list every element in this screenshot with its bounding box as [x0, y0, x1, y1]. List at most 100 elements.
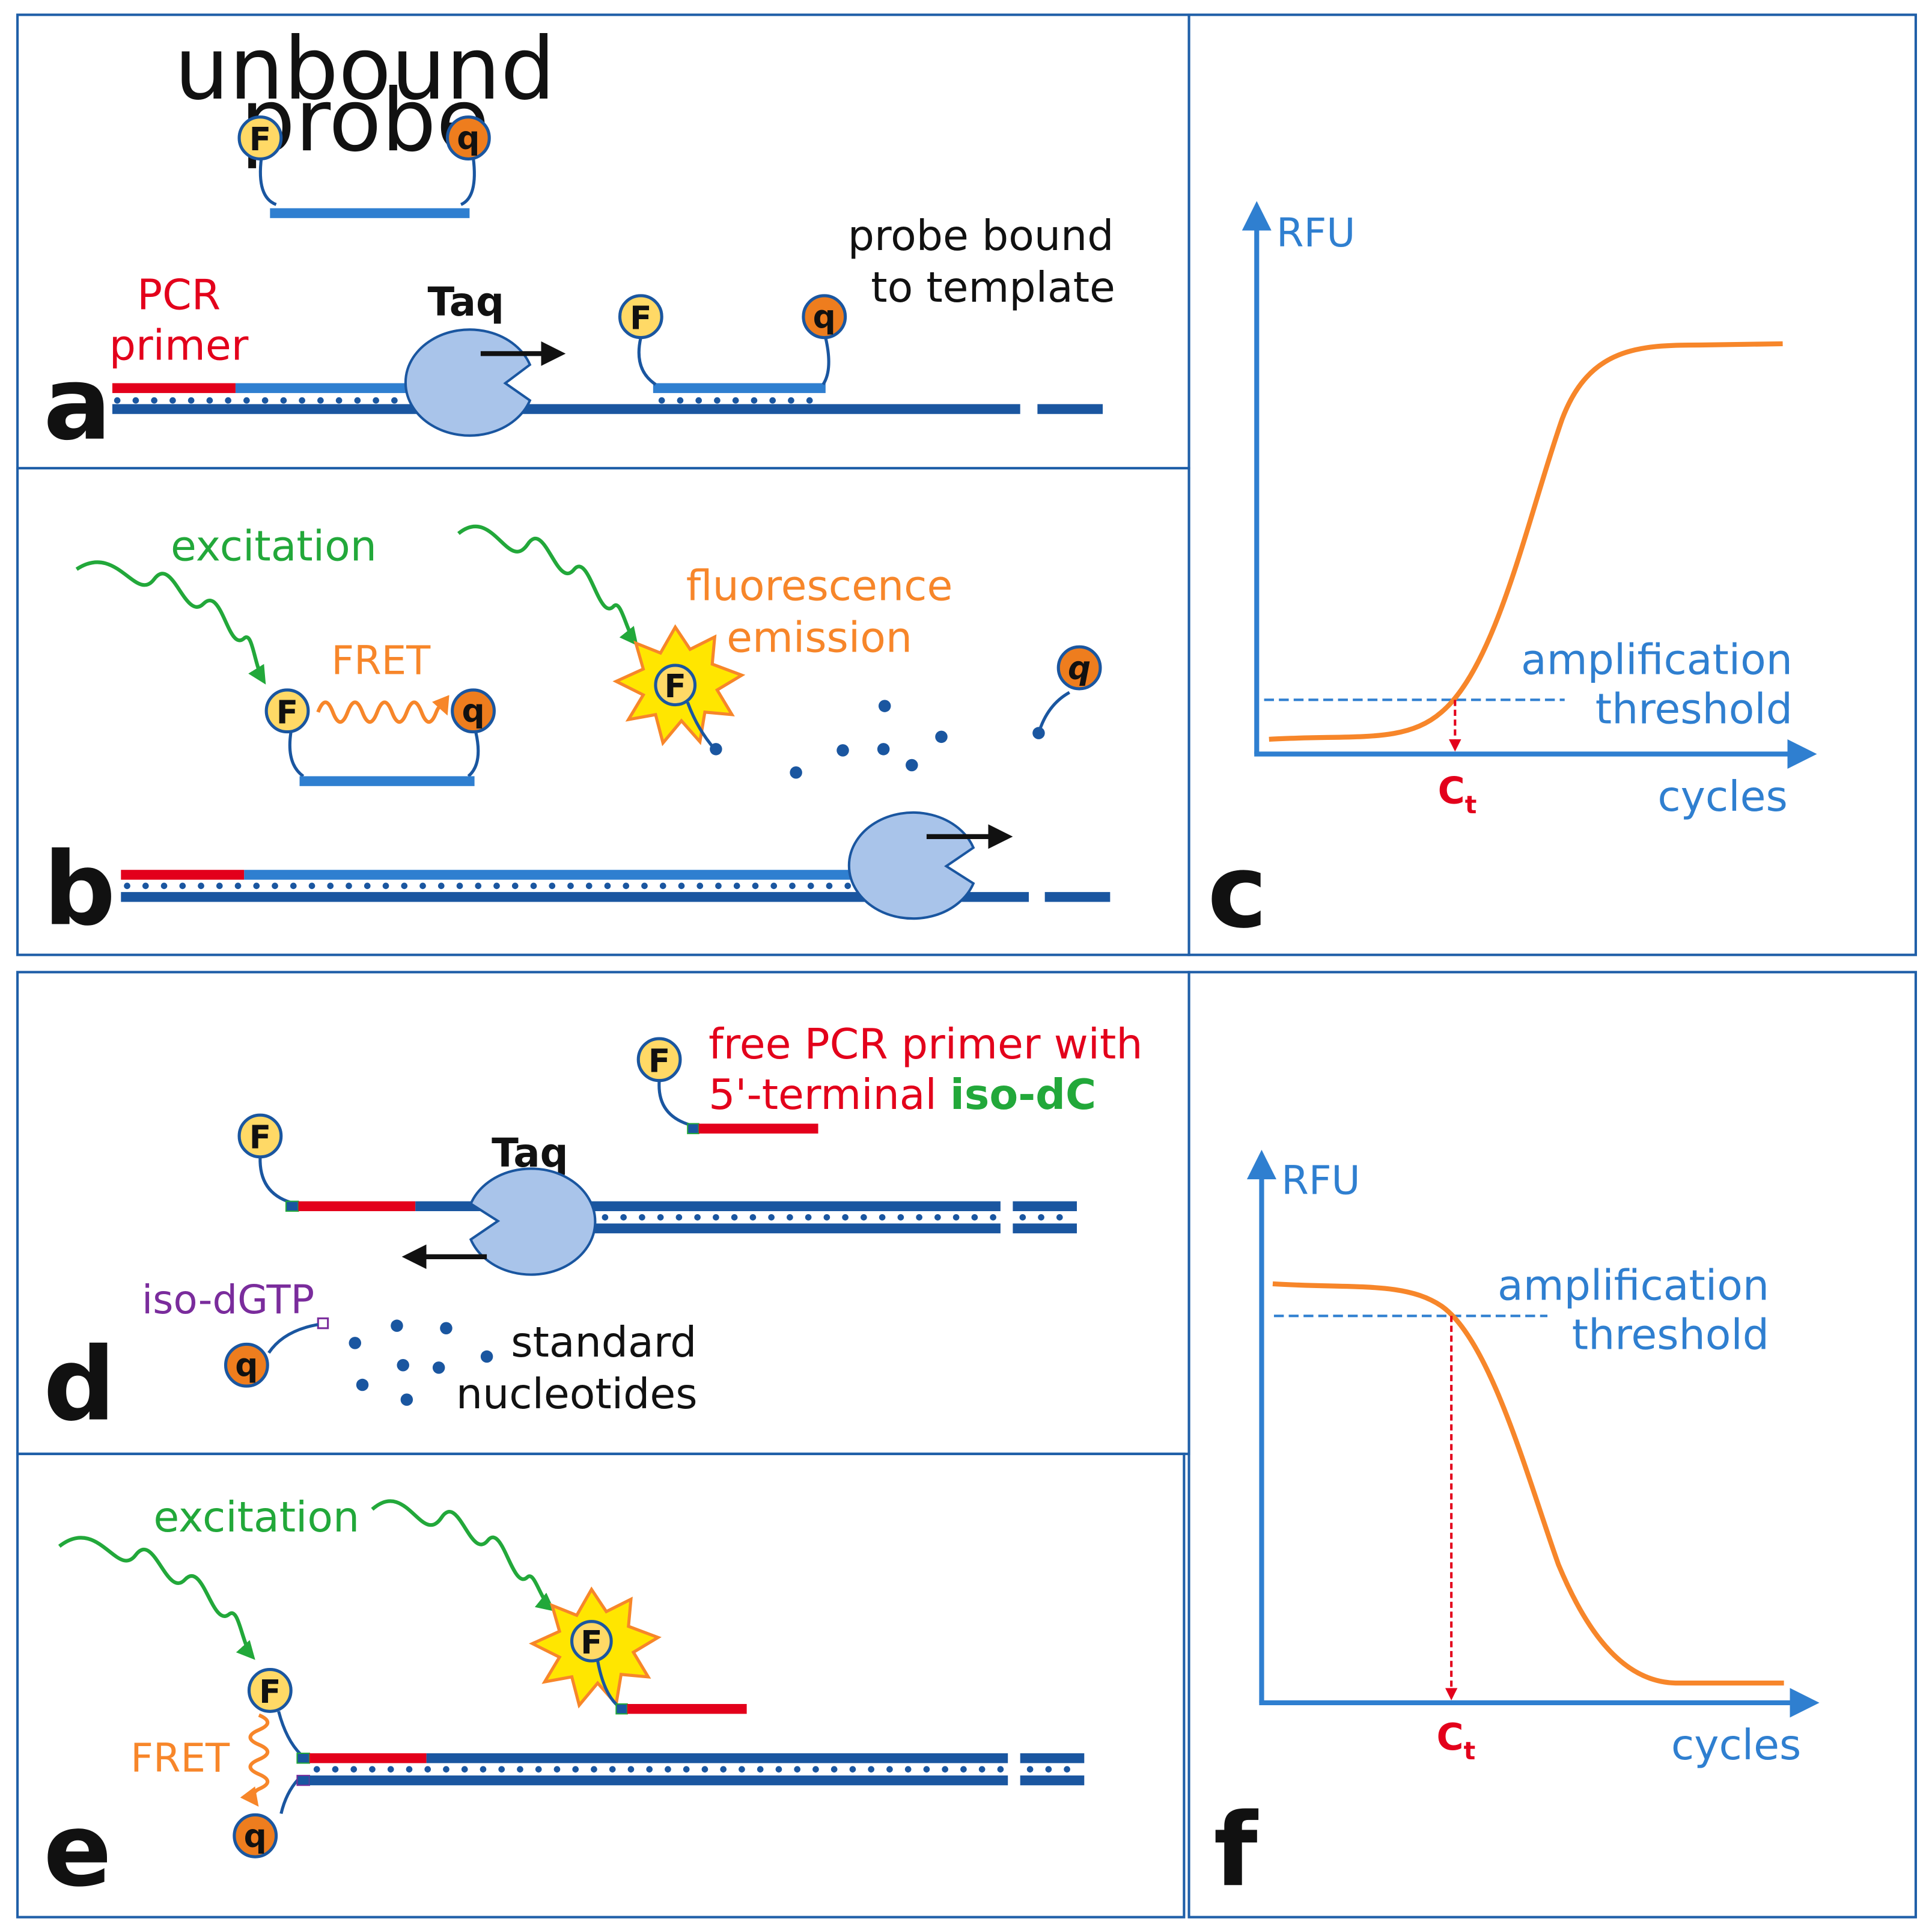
quencher-icon: q	[445, 115, 491, 160]
released-nucleotides	[710, 700, 1045, 779]
template-strand	[505, 1223, 1001, 1233]
quencher-icon: q	[802, 294, 847, 340]
quencher-icon: q	[451, 688, 496, 734]
fret-label: FRET	[130, 1736, 230, 1782]
panel-b-letter: b	[43, 830, 115, 948]
svg-text:F: F	[249, 121, 271, 158]
unbound-probe-label-2: probe	[240, 70, 489, 171]
svg-text:q: q	[1068, 649, 1091, 686]
svg-text:q: q	[462, 692, 484, 730]
panel-c-letter: c	[1207, 833, 1267, 951]
panel-f-letter: f	[1214, 1791, 1259, 1909]
free-primer-label-2: 5'-terminal iso-dC	[709, 1070, 1096, 1119]
svg-text:F: F	[276, 694, 298, 731]
free-pcr-primer	[627, 1703, 747, 1714]
panel-a: unbound probe F q PCR primer Taq probe b…	[43, 19, 1115, 463]
svg-text:F: F	[665, 668, 686, 705]
panel-f-border	[1187, 971, 1918, 1919]
taq-polymerase-icon	[469, 1167, 597, 1276]
template-strand-continued	[1044, 892, 1111, 902]
taq-label: Taq	[428, 279, 504, 325]
taq-polymerase-icon	[847, 811, 975, 920]
amplification-curve	[1269, 341, 1783, 742]
template-strand	[112, 404, 1020, 414]
base-pair-dots	[124, 882, 925, 890]
iso-dgtp-label: iso-dGTP	[142, 1277, 314, 1323]
threshold-label-1: amplification	[1521, 635, 1793, 684]
probe-linker	[258, 157, 277, 206]
x-axis-label: cycles	[1671, 1721, 1801, 1770]
panel-c: RFU cycles amplification threshold Ct c	[1207, 201, 1817, 951]
fret-wave-icon	[240, 1713, 270, 1807]
panel-e-letter: e	[43, 1791, 112, 1909]
svg-text:F: F	[648, 1042, 670, 1080]
svg-text:F: F	[581, 1624, 602, 1661]
fluorophore-icon: F	[636, 1037, 682, 1083]
fluorescence-emission-label-2: emission	[727, 613, 912, 662]
y-axis-label: RFU	[1276, 210, 1355, 256]
threshold-label-1: amplification	[1498, 1262, 1769, 1310]
svg-text:F: F	[259, 1673, 281, 1711]
pcr-primer	[309, 1753, 427, 1764]
unbound-probe-label-1: unbound	[174, 19, 555, 119]
quencher-icon: q	[233, 1813, 278, 1858]
panel-d-letter: d	[43, 1325, 115, 1443]
fluorophore-icon: F	[570, 1620, 613, 1663]
panel-e: excitation F F FRET q	[43, 1493, 1085, 1909]
excitation-wave-icon	[457, 524, 638, 646]
panel-borders	[16, 13, 1918, 1919]
quencher-icon: q	[1056, 645, 1102, 691]
fret-label: FRET	[331, 638, 431, 683]
pcr-primer	[121, 870, 245, 880]
excitation-wave-icon	[371, 1499, 555, 1611]
panel-f: RFU cycles amplification threshold Ct f	[1214, 1149, 1820, 1909]
base-pair-dots	[313, 1766, 1070, 1773]
extended-strand	[244, 870, 934, 880]
excitation-label: excitation	[171, 522, 377, 571]
probe-linker	[460, 157, 476, 206]
fluorophore-icon: F	[654, 664, 697, 707]
excitation-label: excitation	[153, 1493, 359, 1542]
template-strand	[121, 892, 1029, 902]
excitation-wave-icon	[58, 1536, 255, 1660]
fluorophore-icon: F	[237, 115, 283, 160]
pcr-primer-label-1: PCR	[137, 271, 221, 320]
bound-probe-strand	[653, 383, 826, 393]
ct-label: Ct	[1437, 1715, 1476, 1765]
fluorophore-icon: F	[618, 294, 663, 340]
probe-bound-label-2: to template	[871, 263, 1115, 312]
svg-text:F: F	[249, 1119, 271, 1156]
svg-text:q: q	[235, 1347, 258, 1384]
x-axis-label: cycles	[1657, 772, 1787, 821]
template-strand-continued	[1037, 404, 1103, 414]
quenched-probe-strand	[299, 776, 475, 786]
unbound-probe-strand	[270, 208, 470, 218]
fluorophore-icon: F	[247, 1668, 293, 1713]
standard-nucleotides-label-2: nucleotides	[456, 1370, 698, 1419]
panel-c-border	[1187, 13, 1918, 956]
y-axis-label: RFU	[1281, 1158, 1360, 1203]
threshold-label-2: threshold	[1572, 1311, 1769, 1360]
panel-a-letter: a	[43, 345, 111, 463]
pcr-primer	[112, 383, 236, 393]
extended-strand	[426, 1753, 1008, 1764]
svg-text:q: q	[813, 298, 836, 335]
excitation-wave-icon	[75, 560, 266, 685]
fluorophore-icon: F	[237, 1113, 283, 1159]
taq-polymerase-icon	[404, 328, 532, 437]
ct-label: Ct	[1438, 769, 1477, 819]
panel-e-border	[16, 1452, 1186, 1919]
threshold-label-2: threshold	[1595, 685, 1793, 733]
pcr-primer	[298, 1201, 416, 1212]
svg-text:q: q	[244, 1818, 267, 1855]
fluorescence-emission-label-1: fluorescence	[686, 561, 953, 610]
panel-d: free PCR primer with 5'-terminal iso-dC …	[43, 1020, 1142, 1444]
quencher-icon: q	[224, 1342, 269, 1388]
template-strand	[309, 1775, 1008, 1786]
panel-b: excitation FRET F q fluorescence emissio…	[43, 522, 1111, 948]
free-primer-label-1: free PCR primer with	[709, 1020, 1142, 1069]
fluorophore-icon: F	[264, 688, 310, 734]
free-pcr-primer	[698, 1123, 818, 1134]
svg-text:q: q	[457, 120, 480, 157]
